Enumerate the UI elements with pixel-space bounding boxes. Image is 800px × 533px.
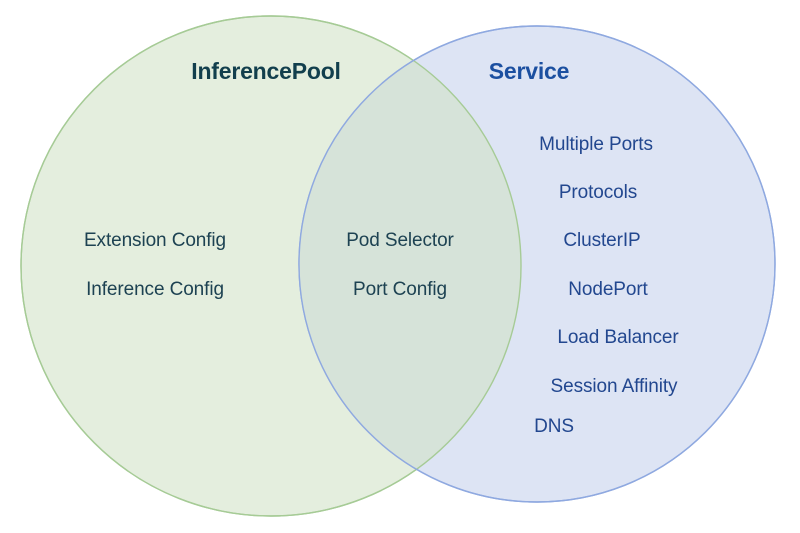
inference-pool-item-extension-config: Extension Config xyxy=(83,230,227,251)
service-item-clusterip: ClusterIP xyxy=(563,230,641,251)
service-item-nodeport: NodePort xyxy=(568,279,648,300)
inference-pool-circle-outline xyxy=(20,15,522,517)
intersection-item-port-config: Port Config xyxy=(353,279,447,300)
inference-pool-title: InferencePool xyxy=(191,58,341,84)
service-item-dns: DNS xyxy=(534,416,574,437)
intersection-item-pod-selector: Pod Selector xyxy=(346,230,454,251)
service-item-session-affinity: Session Affinity xyxy=(550,376,678,397)
service-circle-outline xyxy=(298,25,776,503)
service-item-multiple-ports: Multiple Ports xyxy=(539,134,653,155)
service-title: Service xyxy=(488,58,570,84)
service-item-protocols: Protocols xyxy=(558,182,638,203)
service-item-load-balancer: Load Balancer xyxy=(557,327,679,348)
intersection-region xyxy=(299,26,521,502)
inference-pool-item-inference-config: Inference Config xyxy=(86,279,224,300)
